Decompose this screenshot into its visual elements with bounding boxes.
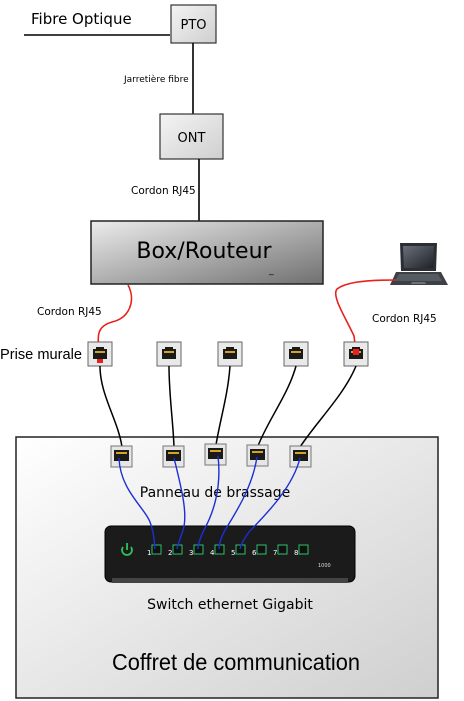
box-routeur [90, 220, 324, 285]
jarretiere-label: Jarretière fibre [123, 74, 189, 85]
black-cable-1 [99, 365, 123, 448]
switch-port-8 [298, 544, 309, 555]
cordon-rj45-ont-label: Cordon RJ45 [131, 185, 196, 197]
wall-socket-4 [283, 341, 309, 367]
switch-speed-label: 1000 [318, 563, 331, 569]
patch-port-1 [110, 445, 133, 468]
black-cable-5 [299, 365, 357, 448]
box-routeur-mark: _ [268, 266, 274, 276]
switch-port-5 [235, 544, 246, 555]
red-cable-right [334, 279, 397, 353]
wall-socket-1 [87, 341, 113, 367]
switch-body [104, 525, 356, 583]
black-cable-3 [215, 365, 231, 446]
prise-murale-label: Prise murale [0, 346, 82, 363]
power-icon [121, 543, 133, 556]
pto-label: PTO [180, 18, 206, 33]
box-routeur-label: Box/Routeur [136, 239, 272, 264]
patch-port-2 [162, 445, 185, 468]
laptop-icon [390, 243, 448, 285]
fibre-optique-label: Fibre Optique [31, 10, 132, 28]
switch-port-label-1: 1 [147, 549, 151, 557]
switch-port-label-4: 4 [210, 549, 215, 557]
switch-port-label-3: 3 [189, 549, 193, 557]
blue-cable-1 [118, 457, 156, 550]
switch-port-label-8: 8 [294, 549, 298, 557]
switch-port-6 [256, 544, 267, 555]
black-cable-2 [168, 365, 175, 448]
blue-cable-3 [197, 455, 220, 550]
switch-port-7 [277, 544, 288, 555]
switch-port-label-5: 5 [231, 549, 235, 557]
patch-port-3 [204, 443, 227, 466]
blue-cable-2 [173, 457, 186, 550]
switch-ports: 1 2 3 4 5 6 7 8 [147, 544, 309, 557]
red-cable-left [97, 284, 133, 353]
switch-port-label-7: 7 [273, 549, 277, 557]
blue-cable-5 [239, 457, 301, 550]
wall-socket-2 [156, 341, 182, 367]
cordon-rj45-left-label: Cordon RJ45 [37, 306, 102, 318]
switch-port-label-6: 6 [252, 549, 257, 557]
patch-port-4 [246, 444, 269, 467]
switch-port-label-2: 2 [168, 549, 172, 557]
wall-socket-3 [217, 341, 243, 367]
blue-cable-4 [218, 456, 258, 550]
ont-label: ONT [178, 131, 206, 146]
black-cable-4 [257, 365, 297, 447]
patch-port-5 [289, 445, 312, 468]
panneau-brassage-label: Panneau de brassage [140, 485, 291, 501]
switch-base [112, 578, 348, 583]
coffret-label: Coffret de communication [112, 649, 360, 675]
cordon-rj45-right-label: Cordon RJ45 [372, 313, 437, 325]
switch-port-1 [151, 544, 162, 555]
wall-socket-5 [343, 341, 369, 367]
switch-label: Switch ethernet Gigabit [147, 597, 313, 613]
ont-box [159, 113, 224, 160]
pto-box [170, 4, 217, 44]
